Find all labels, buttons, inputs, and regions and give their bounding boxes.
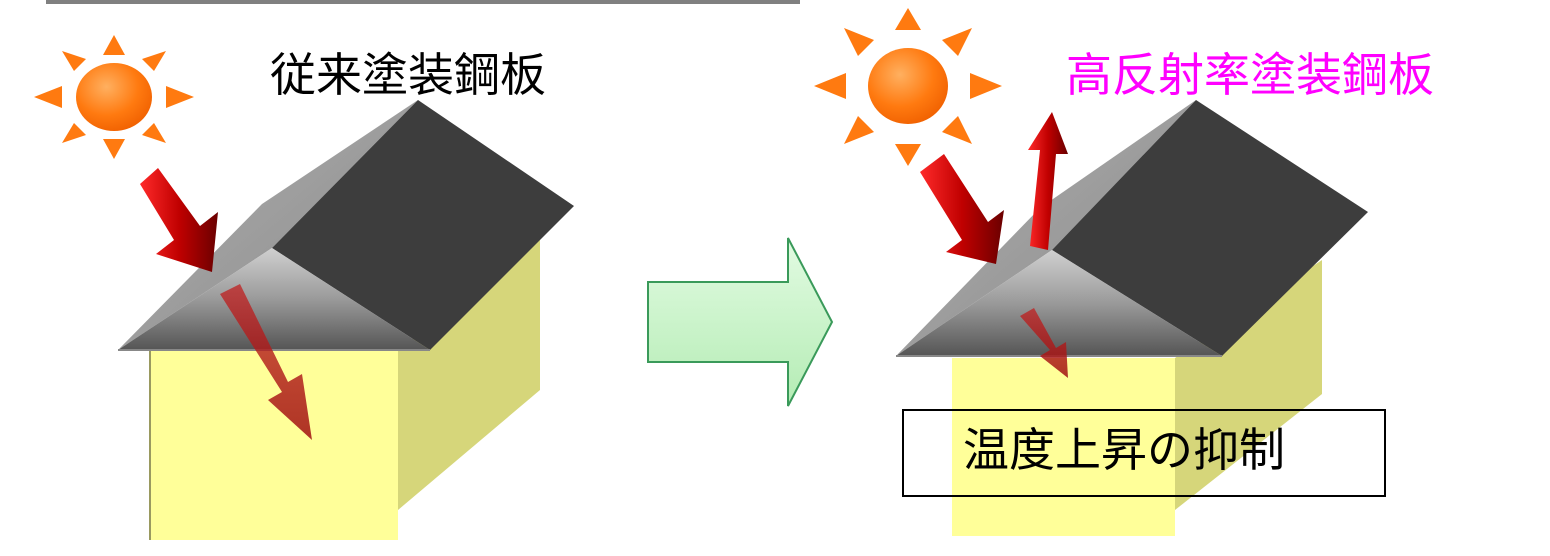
transition-arrow-icon [647,237,834,407]
roof-front-gable [896,250,1222,356]
roof-dark-slope [272,100,574,350]
roof-left-slope [118,100,418,350]
left-panel-title: 従来塗装鋼板 [270,48,546,102]
house-wall-front [150,350,398,540]
sun-icon [814,8,1002,166]
heat-arrow-icon [920,154,1004,264]
sun-icon [34,35,194,159]
callout-label: 温度上昇の抑制 [963,423,1285,477]
left-panel [34,35,574,540]
callout-box [902,409,1386,497]
right-panel-title: 高反射率塗装鋼板 [1066,48,1434,102]
roof-dark-slope [1052,100,1368,356]
house-wall-side [1175,260,1322,510]
roof-front-gable [118,248,430,350]
heat-arrow-icon [220,284,312,440]
right-panel [814,8,1368,536]
house-wall-side [398,240,540,510]
heat-arrow-icon [140,168,218,272]
house-wall-front [952,358,1175,536]
heat-arrow-icon [1028,112,1068,250]
heat-arrow-icon [1020,308,1068,378]
